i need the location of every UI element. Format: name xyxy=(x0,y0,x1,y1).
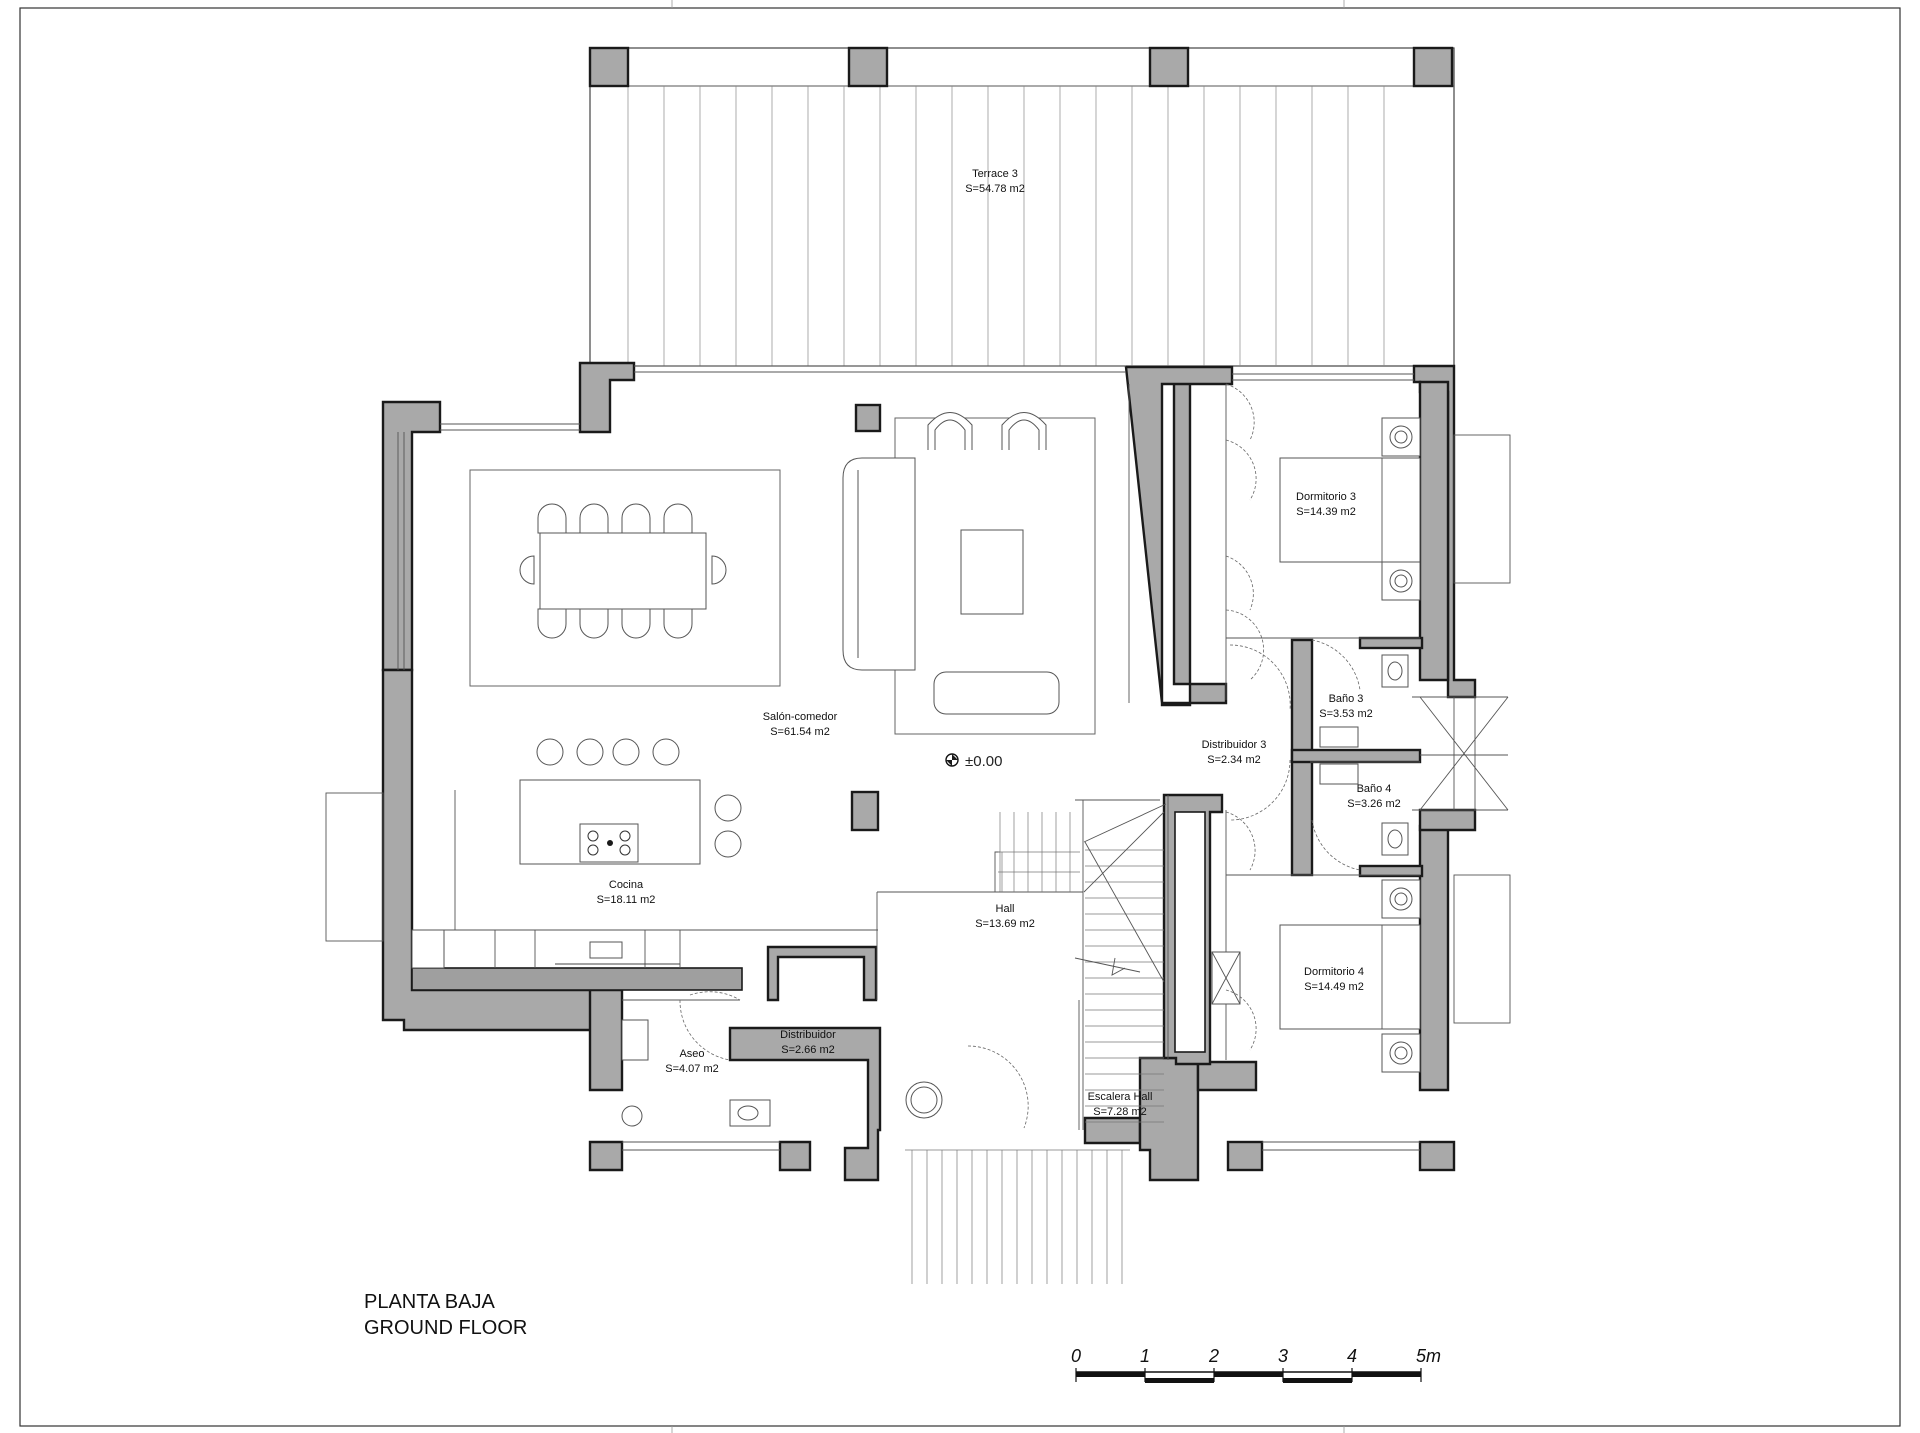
scale-bar-label: 3 xyxy=(1278,1346,1288,1366)
dining-chair xyxy=(621,608,651,639)
room-area-salon: S=61.54 m2 xyxy=(770,726,830,738)
room-area-escalera: S=7.28 m2 xyxy=(1093,1106,1147,1118)
room-area-distribuidor3: S=2.34 m2 xyxy=(1207,754,1261,766)
room-area-terrace: S=54.78 m2 xyxy=(965,183,1025,195)
room-name-distribuidor3: Distribuidor 3 xyxy=(1202,739,1267,751)
living-area xyxy=(842,412,1096,735)
interior-partitions xyxy=(412,384,1509,1130)
scale-bar-segment xyxy=(1145,1378,1214,1383)
scale-bar-segment xyxy=(1076,1372,1145,1377)
scale-bar-segment xyxy=(1214,1372,1283,1377)
room-name-cocina: Cocina xyxy=(609,879,644,891)
room-name-bano3: Baño 3 xyxy=(1329,693,1364,705)
scale-bar-label: 0 xyxy=(1071,1346,1081,1366)
level-marker-text: ±0.00 xyxy=(965,753,1002,770)
scale-bar-segment xyxy=(1352,1372,1421,1377)
title-line-spanish: PLANTA BAJA xyxy=(364,1291,495,1313)
drawing-title: PLANTA BAJA GROUND FLOOR xyxy=(364,1291,527,1339)
room-name-aseo: Aseo xyxy=(679,1048,704,1060)
bar-stool xyxy=(714,830,742,858)
sheet-border xyxy=(19,7,1901,1427)
bar-stool xyxy=(612,738,640,766)
scale-bar-label: 5m xyxy=(1416,1346,1441,1366)
dining-chair xyxy=(537,503,567,534)
bedroom-fixtures xyxy=(967,383,1421,1129)
title-line-english: GROUND FLOOR xyxy=(364,1317,527,1339)
dining-chair xyxy=(579,608,609,639)
bar-stool xyxy=(576,738,604,766)
level-marker: ±0.00 xyxy=(945,753,1002,770)
dining-chair xyxy=(663,608,693,639)
stairs xyxy=(994,803,1167,1130)
exterior-walls xyxy=(381,361,1477,1182)
kitchen-island xyxy=(411,738,742,969)
room-name-hall: Hall xyxy=(996,903,1015,915)
scale-bar-segment xyxy=(1283,1378,1352,1383)
bar-stool xyxy=(652,738,680,766)
scale-bar-label: 2 xyxy=(1208,1346,1219,1366)
room-area-aseo: S=4.07 m2 xyxy=(665,1063,719,1075)
aseo-fixtures xyxy=(621,991,943,1127)
room-area-cocina: S=18.11 m2 xyxy=(597,894,656,906)
dining-chair xyxy=(537,608,567,639)
room-name-salon: Salón-comedor xyxy=(763,711,838,723)
room-area-dormitorio4: S=14.49 m2 xyxy=(1304,981,1364,993)
windows xyxy=(325,365,1511,1151)
scale-bar-label: 1 xyxy=(1140,1346,1150,1366)
room-name-bano4: Baño 4 xyxy=(1357,783,1392,795)
room-name-distribuidor: Distribuidor xyxy=(780,1029,836,1041)
dining-chair xyxy=(663,503,693,534)
room-area-dormitorio3: S=14.39 m2 xyxy=(1296,506,1356,518)
dining-rug xyxy=(469,469,781,687)
scale-bar: 0 1 2 3 4 5m xyxy=(1071,1346,1441,1383)
room-area-hall: S=13.69 m2 xyxy=(975,918,1035,930)
room-area-bano3: S=3.53 m2 xyxy=(1319,708,1373,720)
dining-chair xyxy=(579,503,609,534)
room-name-dormitorio4: Dormitorio 4 xyxy=(1304,966,1364,978)
scale-bar-label: 4 xyxy=(1347,1346,1357,1366)
room-name-dormitorio3: Dormitorio 3 xyxy=(1296,491,1356,503)
room-name-escalera: Escalera Hall xyxy=(1088,1091,1153,1103)
room-name-terrace: Terrace 3 xyxy=(972,168,1018,180)
bar-stool xyxy=(714,794,742,822)
room-labels: Terrace 3 S=54.78 m2 Salón-comedor S=61.… xyxy=(597,168,1401,1118)
bar-stool xyxy=(536,738,564,766)
terrace-pergola xyxy=(588,46,1455,367)
room-area-distribuidor: S=2.66 m2 xyxy=(781,1044,835,1056)
dining-chair xyxy=(621,503,651,534)
entrance-steps xyxy=(905,1149,1130,1284)
room-area-bano4: S=3.26 m2 xyxy=(1347,798,1401,810)
